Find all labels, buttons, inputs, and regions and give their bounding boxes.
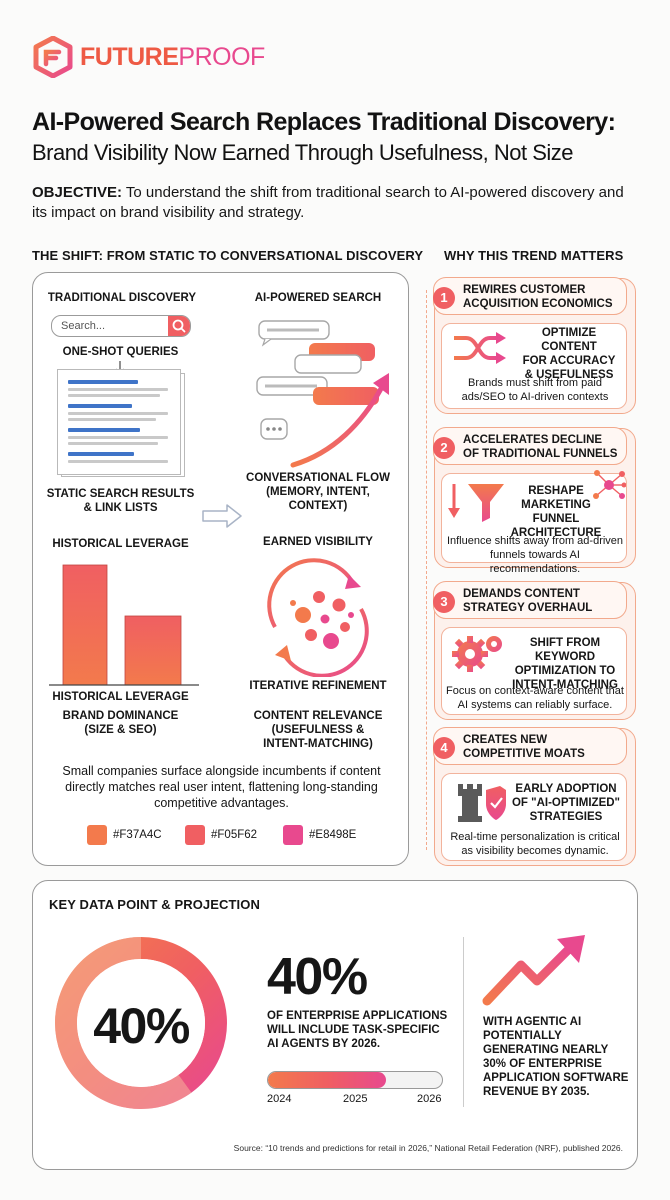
conversational-flow-label: CONVERSATIONAL FLOW (MEMORY, INTENT, CON… xyxy=(246,472,390,512)
static-results-label: STATIC SEARCH RESULTS & LINK LISTS xyxy=(46,488,195,514)
color-legend: #F37A4C #F05F62 #E8498E xyxy=(87,825,387,847)
content-relevance-label: CONTENT RELEVANCE (USEFULNESS & INTENT-M… xyxy=(253,710,383,750)
why-timeline-line xyxy=(426,290,427,850)
why-card-4-subtitle: EARLY ADOPTION OF "AI-OPTIMIZED" STRATEG… xyxy=(511,783,620,823)
timeline-label-2024: 2024 xyxy=(267,1093,292,1105)
percentage-ring xyxy=(55,937,227,1109)
search-placeholder: Search... xyxy=(61,320,106,332)
gears-icon xyxy=(452,636,502,672)
small-brand-bar xyxy=(124,615,182,686)
objective: OBJECTIVE: To understand the shift from … xyxy=(32,183,632,223)
traditional-heading: TRADITIONAL DISCOVERY xyxy=(47,292,197,304)
brand-name-a: FUTURE xyxy=(80,43,179,71)
swatch-1 xyxy=(87,825,107,845)
timeline-progress-track xyxy=(267,1071,443,1089)
search-input[interactable]: Search... xyxy=(51,315,191,337)
conversation-illustration xyxy=(256,320,389,468)
why-card-1-subtitle: OPTIMIZE CONTENT FOR ACCURACY & USEFULNE… xyxy=(522,327,616,381)
why-card-1-text: Brands must shift from paid ads/SEO to A… xyxy=(461,377,609,403)
why-heading: WHY THIS TREND MATTERS xyxy=(444,248,624,263)
big-value: 40% xyxy=(267,948,368,1006)
why-card-2-text: Influence shifts away from ad-driven fun… xyxy=(446,535,624,575)
right-arrow-icon xyxy=(202,504,242,528)
brand-name-b: PROOF xyxy=(178,43,265,71)
page-subtitle: Brand Visibility Now Earned Through Usef… xyxy=(32,140,574,165)
why-card-4: 4 CREATES NEW COMPETITIVE MOATS EARLY AD… xyxy=(433,727,636,866)
why-card-1-number: 1 xyxy=(433,287,455,309)
key-data-panel: KEY DATA POINT & PROJECTION 40% 40% OF E… xyxy=(32,880,638,1170)
why-card-1-header xyxy=(433,277,627,315)
why-card-1-title: REWIRES CUSTOMER ACQUISITION ECONOMICS xyxy=(463,284,613,310)
swatch-1-label: #F37A4C xyxy=(113,829,162,841)
why-card-4-title: CREATES NEW COMPETITIVE MOATS xyxy=(463,734,585,760)
shift-panel: TRADITIONAL DISCOVERY AI-POWERED SEARCH … xyxy=(32,272,409,866)
why-card-3-inner: SHIFT FROM KEYWORD OPTIMIZATION TO INTEN… xyxy=(441,627,627,715)
why-card-1: 1 REWIRES CUSTOMER ACQUISITION ECONOMICS… xyxy=(433,277,636,414)
castle-shield-icon xyxy=(458,784,506,822)
why-card-2: 2 ACCELERATES DECLINE OF TRADITIONAL FUN… xyxy=(433,427,636,575)
brand-dominance-label: BRAND DOMINANCE (SIZE & SEO) xyxy=(62,710,179,736)
objective-label: OBJECTIVE: xyxy=(32,184,123,201)
one-shot-label: ONE-SHOT QUERIES xyxy=(62,346,179,358)
why-card-2-inner: RESHAPE MARKETING FUNNEL ARCHITECTURE In… xyxy=(441,470,627,575)
growth-arrow-icon xyxy=(482,935,585,1006)
network-icon xyxy=(593,470,626,499)
swatch-2-label: #F05F62 xyxy=(211,829,258,841)
timeline-progress-fill xyxy=(268,1072,387,1088)
key-heading: KEY DATA POINT & PROJECTION xyxy=(49,897,260,912)
iterative-refinement-label: ITERATIVE REFINEMENT xyxy=(249,680,387,692)
iterative-refinement-illustration xyxy=(267,558,369,677)
key-description: OF ENTERPRISE APPLICATIONS WILL INCLUDE … xyxy=(267,1010,448,1050)
why-card-4-inner: EARLY ADOPTION OF "AI-OPTIMIZED" STRATEG… xyxy=(441,773,627,861)
swatch-3 xyxy=(283,825,303,845)
page-title: AI-Powered Search Replaces Traditional D… xyxy=(32,108,616,136)
why-card-2-header xyxy=(433,427,627,465)
objective-text: To understand the shift from traditional… xyxy=(32,184,624,221)
timeline-label-2026: 2026 xyxy=(417,1093,442,1105)
historical-caption: HISTORICAL LEVERAGE xyxy=(52,691,189,703)
timeline-label-2025: 2025 xyxy=(343,1093,368,1105)
search-button[interactable] xyxy=(168,316,190,336)
shift-heading: THE SHIFT: FROM STATIC TO CONVERSATIONAL… xyxy=(32,248,424,263)
why-card-4-header xyxy=(433,727,627,765)
why-card-4-text: Real-time personalization is critical as… xyxy=(450,831,620,857)
why-card-2-number: 2 xyxy=(433,437,455,459)
why-card-3-text: Focus on context-aware content that AI s… xyxy=(446,685,624,711)
projection-text: WITH AGENTIC AI POTENTIALLY GENERATING N… xyxy=(483,1016,629,1098)
results-document xyxy=(57,369,181,475)
brand-logo: FUTUREPROOF xyxy=(32,36,265,80)
source-note: Source: “10 trends and predictions for r… xyxy=(233,1143,623,1153)
search-icon xyxy=(172,319,186,333)
historical-bar-chart xyxy=(49,564,199,686)
large-brand-bar xyxy=(62,564,108,686)
why-card-3: 3 DEMANDS CONTENT STRATEGY OVERHAUL SHIF… xyxy=(433,581,636,720)
why-card-2-title: ACCELERATES DECLINE OF TRADITIONAL FUNNE… xyxy=(463,434,618,460)
ring-value: 40% xyxy=(93,998,190,1054)
key-divider xyxy=(463,937,464,1107)
historical-heading: HISTORICAL LEVERAGE xyxy=(52,538,189,550)
why-card-3-subtitle: SHIFT FROM KEYWORD OPTIMIZATION TO INTEN… xyxy=(512,637,618,691)
why-card-4-number: 4 xyxy=(433,737,455,759)
why-card-3-title: DEMANDS CONTENT STRATEGY OVERHAUL xyxy=(463,588,593,614)
swatch-2 xyxy=(185,825,205,845)
earned-visibility-heading: EARNED VISIBILITY xyxy=(263,536,373,548)
why-card-2-subtitle: RESHAPE MARKETING FUNNEL ARCHITECTURE xyxy=(510,485,602,539)
funnel-icon xyxy=(448,484,504,522)
shuffle-icon xyxy=(454,332,506,364)
why-card-1-inner: OPTIMIZE CONTENT FOR ACCURACY & USEFULNE… xyxy=(441,323,627,409)
logo-mark-icon xyxy=(33,36,73,78)
why-card-3-number: 3 xyxy=(433,591,455,613)
shift-summary: Small companies surface alongside incumb… xyxy=(62,764,381,810)
swatch-3-label: #E8498E xyxy=(309,829,357,841)
ai-heading: AI-POWERED SEARCH xyxy=(254,292,382,304)
why-card-3-header xyxy=(433,581,627,619)
